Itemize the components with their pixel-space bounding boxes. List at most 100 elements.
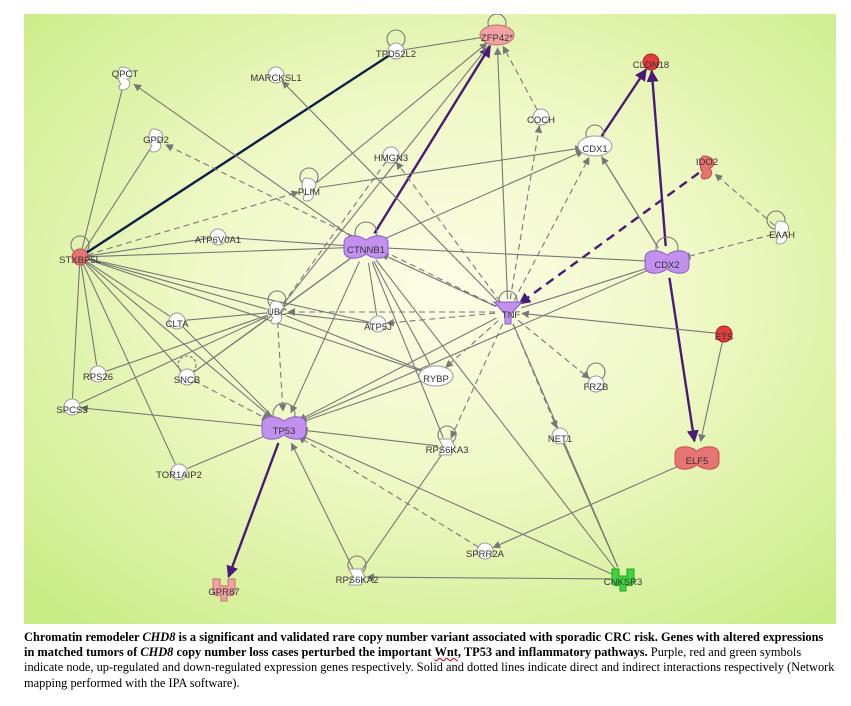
node-ubc[interactable]: UBC bbox=[267, 300, 287, 325]
edge-ctnnb1-cdx1 bbox=[380, 150, 584, 242]
node-label-ets: ETS bbox=[715, 332, 733, 343]
node-shape-rybp bbox=[418, 365, 454, 387]
node-atp6v0a1[interactable]: ATP6V0A1 bbox=[195, 228, 241, 246]
node-label-eaah: EAAH bbox=[769, 230, 795, 241]
edge-tnf-marcksl1 bbox=[281, 80, 500, 304]
node-spcs3[interactable]: SPCS3 bbox=[56, 398, 88, 416]
edge-eaah-cdx2 bbox=[682, 233, 773, 260]
node-label-tnf: TNF bbox=[502, 310, 521, 321]
node-shape-spcs3 bbox=[63, 398, 81, 416]
edge-cnksr3-rps6ka2 bbox=[366, 573, 612, 581]
edge-ctnnb1-rybp bbox=[373, 260, 431, 365]
edge-cdx2-elf5 bbox=[668, 277, 699, 443]
node-cnksr3[interactable]: CNKSR3 bbox=[604, 568, 643, 592]
edge-rybp-tp53 bbox=[299, 379, 425, 424]
node-shape-tp53 bbox=[261, 416, 307, 440]
node-qpct[interactable]: QPCT bbox=[112, 66, 139, 91]
node-cdx2[interactable]: CDX2 bbox=[644, 250, 690, 274]
node-marcksl1[interactable]: MARCKSL1 bbox=[250, 66, 302, 84]
caption-wnt: Wnt bbox=[434, 645, 458, 660]
edge-tnf-rybp bbox=[445, 320, 499, 368]
node-stxbp5l[interactable]: STXBP5L bbox=[59, 248, 101, 266]
node-label-rps6ka2: RPS6KA2 bbox=[336, 575, 379, 586]
node-label-clta: CLTA bbox=[166, 319, 190, 330]
edge-ido2-tnf bbox=[518, 171, 700, 305]
node-plim[interactable]: PLIM bbox=[298, 177, 320, 202]
node-sprr2a[interactable]: SPRR2A bbox=[466, 542, 505, 560]
edge-eaah-ido2 bbox=[714, 173, 775, 226]
caption-bold-3: copy number loss cases perturbed the imp… bbox=[173, 645, 435, 660]
node-shape-ido2 bbox=[699, 155, 715, 180]
node-frzb[interactable]: FRZB bbox=[584, 375, 609, 393]
node-cldn18[interactable]: CLDN18 bbox=[633, 53, 669, 71]
node-label-rps6ka3: RPS6KA3 bbox=[426, 445, 469, 456]
node-ets[interactable]: ETS bbox=[715, 325, 733, 343]
edge-stxbp5l-clta bbox=[86, 260, 170, 317]
node-label-cdx2: CDX2 bbox=[654, 260, 679, 271]
edge-ets-elf5 bbox=[698, 341, 723, 443]
node-cdx1[interactable]: CDX1 bbox=[577, 135, 613, 157]
node-atp5j[interactable]: ATP5J bbox=[364, 315, 392, 333]
node-zfp42[interactable]: ZFP42* bbox=[479, 24, 515, 46]
edge-ctnnb1-cdx2 bbox=[381, 247, 651, 262]
node-net1[interactable]: NET1 bbox=[548, 427, 572, 445]
node-rybp[interactable]: RYBP bbox=[418, 365, 454, 387]
node-shape-clta bbox=[168, 312, 186, 330]
node-shape-ubc bbox=[269, 300, 285, 325]
node-coch[interactable]: COCH bbox=[527, 108, 555, 126]
edge-tnf-zfp42 bbox=[493, 47, 509, 300]
edge-clta-tp53 bbox=[182, 326, 273, 417]
node-label-spcs3: SPCS3 bbox=[56, 405, 87, 416]
edge-ctnnb1-zfp42 bbox=[373, 45, 492, 235]
node-label-cnksr3: CNKSR3 bbox=[604, 577, 643, 588]
node-label-ctnnb1: CTNNB1 bbox=[347, 245, 385, 256]
node-gpd2[interactable]: GPD2 bbox=[143, 128, 169, 153]
edge-ctnnb1-atp5j bbox=[367, 262, 378, 316]
node-eaah[interactable]: EAAH bbox=[769, 220, 795, 245]
node-shape-cdx2 bbox=[644, 250, 690, 274]
node-label-tp53: TP53 bbox=[273, 426, 296, 437]
figure-caption: Chromatin remodeler CHD8 is a significan… bbox=[24, 630, 836, 691]
node-tor1aip2[interactable]: TOR1AIP2 bbox=[156, 463, 202, 481]
node-shape-atp6v0a1 bbox=[209, 228, 227, 246]
node-hmgn3[interactable]: HMGN3 bbox=[374, 146, 408, 164]
edge-stxbp5l-gpd2 bbox=[83, 148, 151, 251]
edge-ubc-zfp42 bbox=[282, 44, 490, 305]
node-ctnnb1[interactable]: CTNNB1 bbox=[343, 235, 389, 259]
node-rps26[interactable]: RPS26 bbox=[83, 365, 113, 383]
node-label-gpr87: GPR87 bbox=[208, 587, 239, 598]
node-shape-gpr87 bbox=[212, 578, 236, 602]
node-label-plim: PLIM bbox=[298, 187, 320, 198]
node-sncb[interactable]: SNCB bbox=[174, 368, 200, 386]
edge-tnf-gpd2 bbox=[165, 144, 497, 307]
node-tpd52l2[interactable]: TPD52L2 bbox=[376, 42, 416, 60]
caption-bold-1: Chromatin remodeler bbox=[24, 630, 143, 644]
node-rps6ka2[interactable]: RPS6KA2 bbox=[336, 568, 379, 586]
node-shape-qpct bbox=[117, 66, 133, 91]
node-tp53[interactable]: TP53 bbox=[261, 416, 307, 440]
edge-ubc-rybp bbox=[286, 315, 425, 372]
node-tnf[interactable]: TNF bbox=[492, 301, 524, 325]
caption-bold-2: is a significant and validated rare copy… bbox=[24, 630, 824, 660]
edge-tnf-net1 bbox=[512, 323, 558, 429]
node-gpr87[interactable]: GPR87 bbox=[208, 578, 240, 602]
node-label-rybp: RYBP bbox=[423, 374, 449, 385]
node-ido2[interactable]: IDO2 bbox=[696, 155, 718, 180]
node-elf5[interactable]: ELF5 bbox=[674, 446, 720, 470]
node-shape-cldn18 bbox=[642, 53, 660, 71]
node-label-marcksl1: MARCKSL1 bbox=[250, 73, 301, 84]
edge-coch-zfp42 bbox=[502, 45, 538, 111]
node-clta[interactable]: CLTA bbox=[166, 312, 190, 330]
edge-stxbp5l-spcs3 bbox=[71, 264, 81, 399]
node-shape-atp5j bbox=[369, 315, 387, 333]
edge-ctnnb1-qpct bbox=[133, 83, 354, 239]
node-rps6ka3[interactable]: RPS6KA3 bbox=[426, 438, 469, 456]
node-shape-hmgn3 bbox=[382, 146, 400, 164]
edge-cdx1-cldn18 bbox=[600, 68, 648, 137]
edge-stxbp5l-tor1aip2 bbox=[82, 264, 176, 465]
edge-tnf-ctnnb1 bbox=[380, 253, 497, 308]
edge-tp53-spcs3 bbox=[80, 404, 269, 427]
node-shape-ets bbox=[715, 325, 733, 343]
node-label-atp6v0a1: ATP6V0A1 bbox=[195, 235, 241, 246]
node-shape-sprr2a bbox=[476, 542, 494, 560]
